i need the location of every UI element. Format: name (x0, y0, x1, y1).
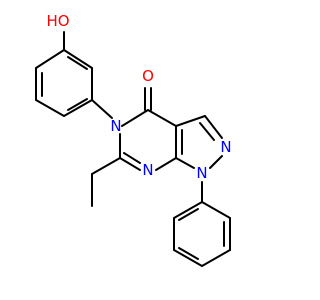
double-bond-inner (199, 122, 215, 141)
bond (35, 99, 65, 117)
hydroxyphenyl-ring (35, 49, 93, 117)
hydroxyl-label: HO (46, 12, 69, 30)
pyrazole-n2-label: N (220, 138, 231, 156)
bond (201, 201, 231, 219)
bond (209, 155, 223, 169)
ring-n5-label: N (110, 117, 121, 135)
ethyl-bond (91, 157, 121, 175)
bond (155, 157, 177, 171)
pyrimidinone-ring (119, 109, 183, 171)
bond (63, 49, 93, 69)
double-bond-inner (123, 152, 141, 164)
bond (63, 99, 93, 117)
bond (173, 249, 203, 267)
double-bond-inner (67, 98, 88, 111)
double-bond-inner (67, 56, 88, 70)
bond (204, 115, 223, 139)
double-bond-inner (178, 247, 199, 260)
bond (147, 109, 177, 127)
ring-n7-label: N (142, 161, 153, 179)
pyrazole-ring (175, 115, 223, 169)
bond (175, 115, 206, 127)
molecule-canvas: HO O N N N N (35, 12, 232, 267)
bond (201, 249, 231, 267)
carbonyl-oxygen-label: O (142, 67, 154, 85)
aryl-n-bond (91, 99, 113, 119)
structure-drawing: HO O N N N N (35, 12, 232, 267)
double-bond-inner (178, 208, 199, 221)
bond (121, 109, 149, 127)
bond (35, 49, 65, 69)
bond (175, 157, 195, 169)
pyrazole-n1-label: N (196, 164, 207, 182)
bond (119, 157, 141, 171)
bond (173, 201, 203, 219)
phenyl-ring (173, 201, 231, 267)
